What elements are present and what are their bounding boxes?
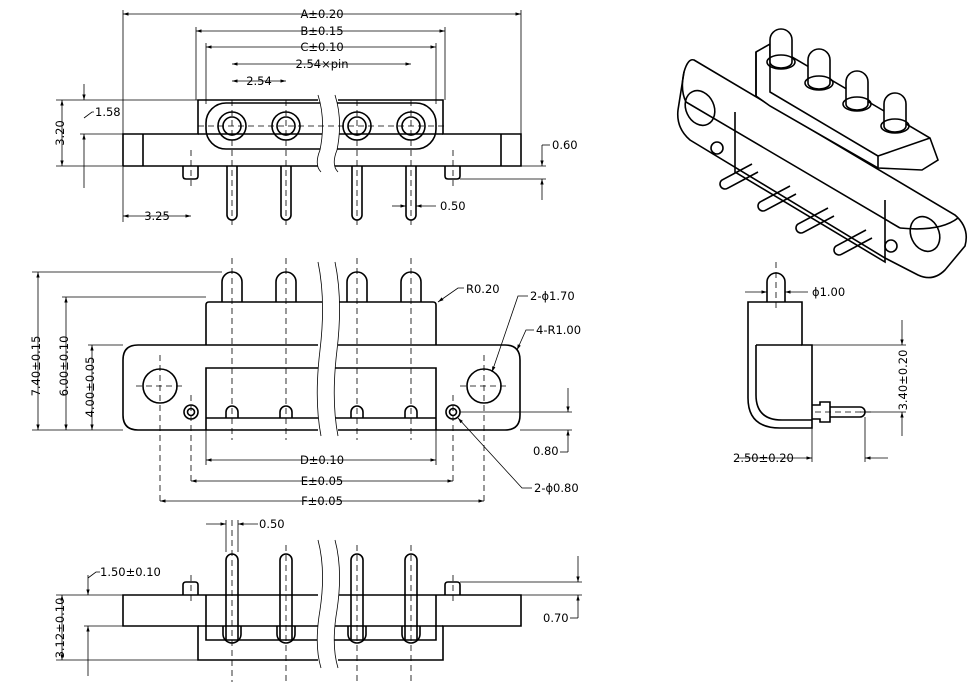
dim-2phi170-label: 2-ϕ1.70 (530, 289, 575, 303)
top-view-pin-tails (226, 166, 417, 221)
iso-plungers (766, 28, 910, 134)
top-view: A±0.20 B±0.15 C±0.10 2.54×pin 2.54 3.20 … (53, 7, 578, 225)
dim-pitch-label: 2.54 (246, 74, 272, 88)
dim-340-label: 3.40±0.20 (896, 350, 910, 411)
dim-312-label: 3.12±0.10 (53, 598, 67, 659)
dim-080-label: 0.80 (533, 444, 559, 458)
iso-pin-tails (719, 163, 873, 256)
dim-r020-label: R0.20 (466, 282, 500, 296)
iso-flange (676, 58, 968, 279)
dim-c-label: C±0.10 (300, 40, 343, 54)
dim-b-label: B±0.15 (300, 24, 343, 38)
dim-250-label: 2.50±0.20 (733, 451, 794, 465)
dim-060-label: 0.60 (552, 138, 578, 152)
dim-158-label: 1.58 (95, 105, 121, 119)
dim-070-label: 0.70 (543, 611, 569, 625)
side-view-body (747, 301, 813, 429)
bottom-view-pins (222, 553, 421, 644)
dim-2phi080-label: 2-ϕ0.80 (534, 481, 579, 495)
dim-e-label: E±0.05 (301, 474, 344, 488)
dim-600-label: 6.00±0.10 (57, 336, 71, 397)
bottom-view: 0.50 3.12±0.10 1.50±0.10 0.70 (53, 517, 582, 682)
bottom-view-body (122, 594, 522, 661)
dim-4r100-label: 4-R1.00 (536, 323, 581, 337)
dim-325-label: 3.25 (144, 209, 170, 223)
dim-d-label: D±0.10 (300, 453, 344, 467)
dim-150-label: 1.50±0.10 (100, 565, 161, 579)
dim-phi100-label: ϕ1.00 (812, 285, 845, 299)
dim-400-label: 4.00±0.05 (83, 357, 97, 418)
side-view: ϕ1.00 3.40±0.20 2.50±0.20 (733, 262, 910, 465)
dim-050-label: 0.50 (440, 199, 466, 213)
front-view-flange (122, 344, 521, 431)
front-view: 7.40±0.15 6.00±0.10 4.00±0.05 R0.20 2-ϕ1… (29, 258, 581, 508)
bottom-dim-050-label: 0.50 (259, 517, 285, 531)
isometric-view (676, 28, 968, 279)
dim-320-label: 3.20 (53, 120, 67, 146)
dim-a-label: A±0.20 (300, 7, 343, 21)
dim-f-label: F±0.05 (301, 494, 343, 508)
dim-pitch-pin-label: 2.54×pin (295, 57, 348, 71)
dim-740-label: 7.40±0.15 (29, 336, 43, 397)
